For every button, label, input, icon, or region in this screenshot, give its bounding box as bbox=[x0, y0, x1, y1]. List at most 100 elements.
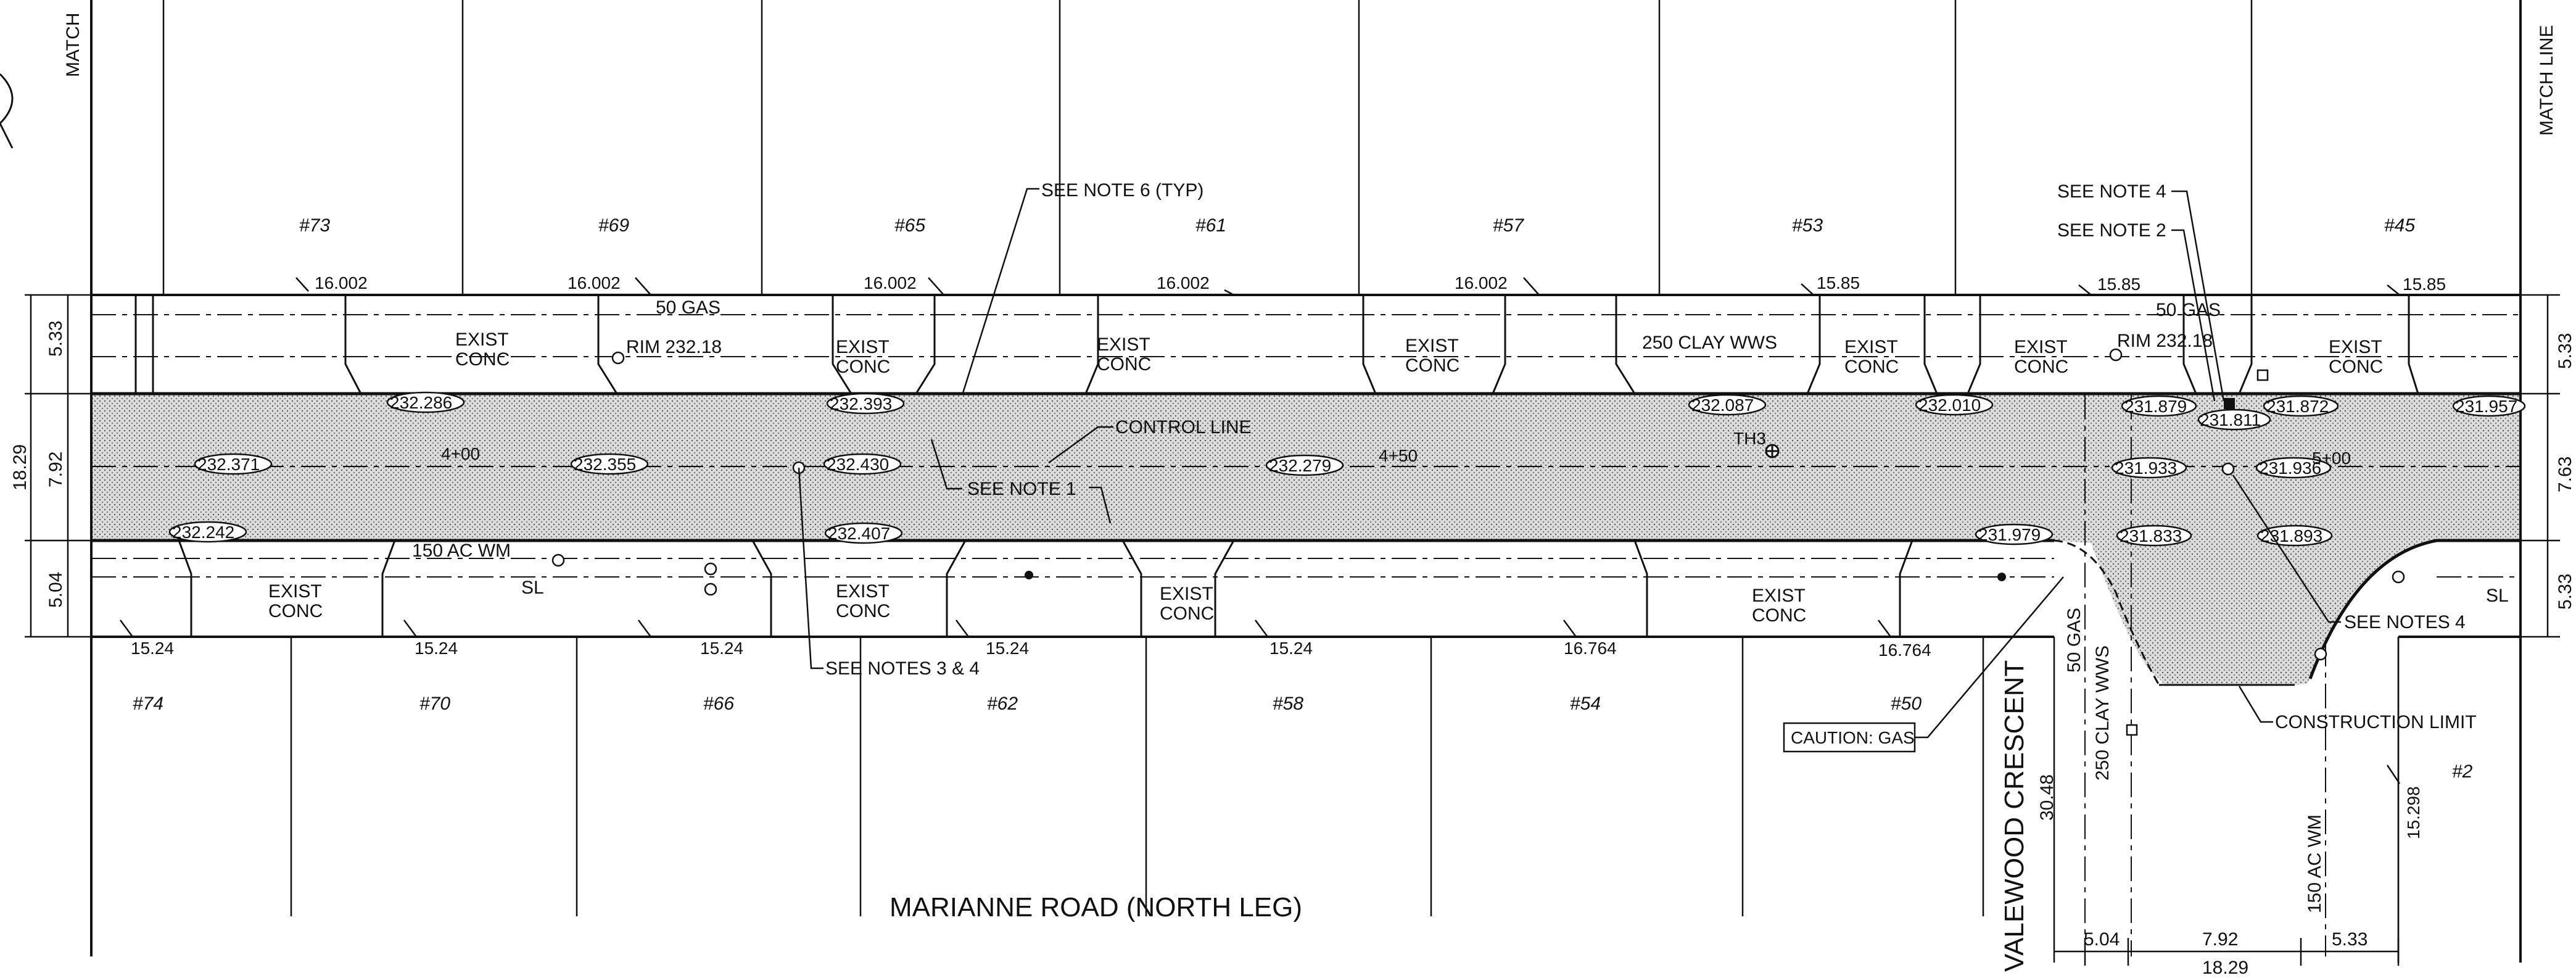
lot-north-65: #65 bbox=[894, 215, 925, 236]
svg-text:EXIST: EXIST bbox=[1752, 586, 1806, 606]
svg-text:CONC: CONC bbox=[455, 349, 510, 370]
callout-see-notes-4b: SEE NOTES 4 bbox=[2344, 612, 2466, 632]
road-elev: 232.242 bbox=[172, 523, 234, 542]
curb-return-east bbox=[2308, 539, 2520, 679]
prop-elev-leaders-north bbox=[295, 277, 2400, 296]
road-elev: 231.872 bbox=[2266, 397, 2329, 416]
svg-text:EXIST: EXIST bbox=[1405, 336, 1459, 356]
wws-label: 250 CLAY WWS bbox=[1642, 333, 1777, 353]
lot-north-69: #69 bbox=[598, 215, 629, 236]
road-elev: 232.407 bbox=[828, 524, 890, 543]
road-elev: 231.893 bbox=[2260, 526, 2322, 545]
prop-elev-south: 15.298 bbox=[2404, 786, 2423, 839]
leader-control-line bbox=[1048, 426, 1113, 464]
match-label-left: MATCH bbox=[63, 13, 83, 77]
svg-text:CONC: CONC bbox=[1752, 605, 1806, 626]
street-name: MARIANNE ROAD (NORTH LEG) bbox=[890, 892, 1302, 922]
driveways-south bbox=[178, 540, 1913, 637]
svg-text:CONC: CONC bbox=[2329, 357, 2383, 377]
svg-text:CONC: CONC bbox=[1844, 357, 1899, 377]
station-label: 4+50 bbox=[1379, 446, 1418, 465]
dim-bottom-3: 5.33 bbox=[2332, 929, 2368, 950]
rim-label: RIM 232.18 bbox=[626, 337, 722, 357]
svg-text:CONC: CONC bbox=[268, 601, 323, 621]
prop-elev-south: 15.24 bbox=[131, 639, 174, 658]
vert-wm-label: 150 AC WM bbox=[2305, 814, 2325, 913]
svg-text:EXIST: EXIST bbox=[455, 329, 509, 350]
catch-basin-icon bbox=[2126, 724, 2138, 736]
prop-elev-leaders-south bbox=[119, 620, 2401, 784]
prop-elev-south: 16.764 bbox=[1564, 639, 1617, 658]
svg-text:EXIST: EXIST bbox=[2014, 337, 2068, 357]
road-elev: 231.811 bbox=[2200, 410, 2261, 429]
callout-see-note-1: SEE NOTE 1 bbox=[967, 479, 1076, 499]
lot-south-66: #66 bbox=[703, 694, 734, 714]
dim-right-1: 5.33 bbox=[2555, 333, 2575, 369]
callout-see-note-2: SEE NOTE 2 bbox=[2057, 220, 2166, 241]
catch-basin-icon bbox=[2256, 369, 2269, 381]
callout-construction-limit: CONSTRUCTION LIMIT bbox=[2275, 712, 2477, 732]
road-elev: 231.936 bbox=[2259, 458, 2321, 478]
leader-note-2 bbox=[2171, 229, 2216, 402]
streetlight-label: SL bbox=[2486, 586, 2509, 606]
svg-text:EXIST: EXIST bbox=[1160, 584, 1213, 604]
lot-south-74: #74 bbox=[133, 694, 163, 714]
dim-bottom-1: 5.04 bbox=[2084, 929, 2120, 950]
test-hole-icon bbox=[1765, 444, 1780, 458]
vert-gas-label: 50 GAS bbox=[2064, 608, 2084, 673]
lot-south-62: #62 bbox=[987, 694, 1018, 714]
svg-text:CONC: CONC bbox=[1097, 354, 1151, 375]
prop-elev-north: 15.85 bbox=[2403, 275, 2446, 294]
leader-note-4a bbox=[2171, 190, 2225, 402]
leader-notes-4b bbox=[2232, 474, 2341, 623]
svg-text:EXIST: EXIST bbox=[1097, 334, 1150, 355]
dim-left-total: 18.29 bbox=[10, 444, 30, 491]
prop-elev-south: 16.764 bbox=[1878, 640, 1931, 660]
callout-see-notes-3-4: SEE NOTES 3 & 4 bbox=[825, 658, 980, 679]
leader-notes-3-4 bbox=[798, 467, 824, 669]
vert-wws-label: 250 CLAY WWS bbox=[2092, 645, 2113, 781]
leader-caution-gas bbox=[1915, 576, 2064, 739]
svg-text:EXIST: EXIST bbox=[268, 581, 322, 602]
callout-control-line: CONTROL LINE bbox=[1115, 417, 1252, 437]
svg-text:EXIST: EXIST bbox=[2329, 337, 2382, 357]
leader-note-1 bbox=[930, 439, 1112, 524]
dim-bottom-total: 18.29 bbox=[2202, 958, 2248, 975]
road-elev: 232.393 bbox=[830, 394, 892, 413]
curb-return-west bbox=[2054, 539, 2160, 686]
lot-south-54: #54 bbox=[1570, 694, 1601, 714]
prop-elev-north: 15.85 bbox=[2097, 275, 2140, 294]
svg-text:EXIST: EXIST bbox=[836, 337, 890, 357]
prop-elev-north: 16.002 bbox=[1455, 273, 1508, 292]
match-label-right: MATCH LINE bbox=[2537, 25, 2557, 136]
road-elev: 231.833 bbox=[2120, 526, 2182, 545]
dim-right-2: 7.63 bbox=[2555, 457, 2575, 492]
lot-south-58: #58 bbox=[1273, 694, 1303, 714]
road-elev: 232.279 bbox=[1269, 456, 1331, 475]
station-label: 5+00 bbox=[2312, 449, 2351, 468]
svg-text:EXIST: EXIST bbox=[836, 581, 890, 602]
prop-elev-south: 15.24 bbox=[1269, 639, 1313, 658]
road-elev: 232.087 bbox=[1691, 396, 1754, 415]
svg-text:CONC: CONC bbox=[2014, 357, 2068, 377]
road-elev: 231.933 bbox=[2115, 458, 2177, 478]
prop-elev-north: 16.002 bbox=[864, 273, 917, 292]
lot-lines-south bbox=[290, 637, 2400, 963]
road-elev: 232.286 bbox=[390, 393, 452, 412]
road-elev: 231.979 bbox=[1978, 525, 2041, 544]
valve-icon bbox=[1025, 398, 2235, 581]
north-arrow-icon bbox=[0, 73, 14, 149]
dim-bottom-2: 7.92 bbox=[2202, 929, 2238, 950]
road-elev: 232.010 bbox=[1918, 396, 1981, 415]
lot-north-61: #61 bbox=[1195, 215, 1226, 236]
callout-caution-gas: CAUTION: GAS bbox=[1791, 728, 1915, 747]
watermain-label: 150 AC WM bbox=[412, 541, 511, 561]
svg-text:CONC: CONC bbox=[1405, 355, 1459, 376]
svg-text:CONC: CONC bbox=[1160, 603, 1214, 624]
dim-right-3: 5.33 bbox=[2555, 574, 2575, 610]
streetlight-label: SL bbox=[521, 578, 544, 598]
lot-north-73: #73 bbox=[299, 215, 330, 236]
gas-label: 50 GAS bbox=[2156, 300, 2221, 320]
